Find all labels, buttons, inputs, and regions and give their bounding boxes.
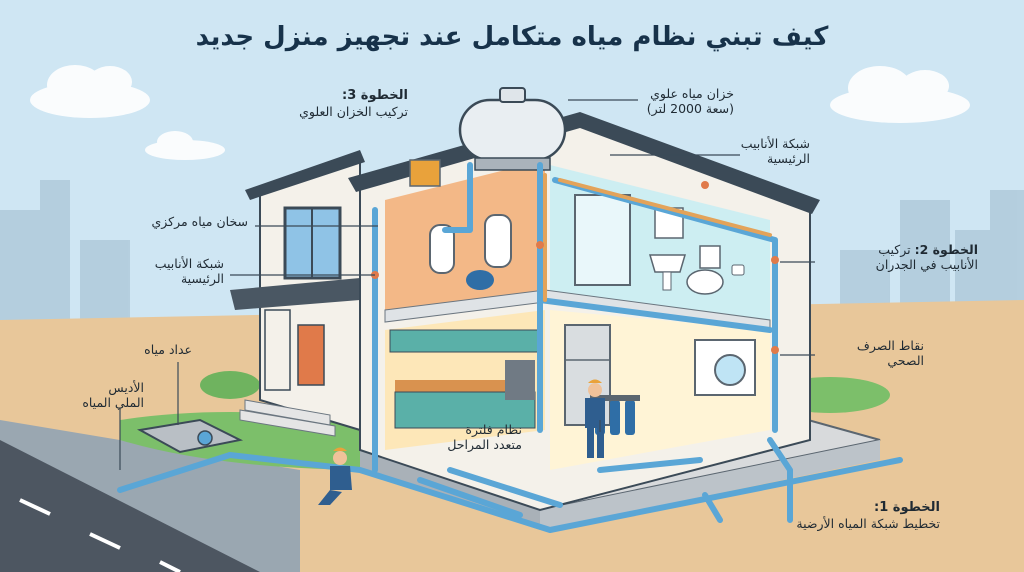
main-pipes-left-line2: الرئيسية (180, 271, 224, 286)
water-heater-1 (429, 224, 455, 274)
heater-text: سخان مياه مركزي (151, 214, 248, 229)
label-sewage: نقاط الصرف الصحي (814, 338, 924, 368)
meter-text: عداد مياه (144, 342, 192, 357)
tank-line2: (سعة 2000 لتر) (646, 101, 734, 116)
label-tank: خزان مياه علوي (سعة 2000 لتر) (604, 86, 734, 116)
step3-heading: الخطوة 3: (342, 88, 408, 103)
label-step2: الخطوة 2: تركيب الأنابيب في الجدران (808, 242, 978, 272)
kitchen-counter (395, 380, 535, 392)
pipe-valves (371, 181, 779, 354)
kitchen-upper-cabinets (389, 329, 541, 353)
front-door (297, 324, 325, 386)
oven (505, 360, 535, 400)
toilet-bowl (686, 269, 724, 295)
step2-line1-text: تركيب (878, 242, 911, 257)
step2-heading: الخطوة 2: (914, 242, 978, 257)
roof-pump (409, 159, 441, 187)
label-meter: عداد مياه (102, 342, 192, 357)
shower-cabin (574, 194, 631, 286)
main-roof (348, 112, 820, 214)
annex-roof (245, 150, 365, 200)
filter-line1: نظام فلترة (465, 422, 522, 437)
label-heater: سخان مياه مركزي (98, 214, 248, 229)
main-pipes-left-line1: شبكة الأنابيب (154, 256, 224, 271)
step3-text: تركيب الخزان العلوي (299, 103, 408, 119)
label-main-pipes-left: شبكة الأنابيب الرئيسية (114, 256, 224, 286)
step2-line1: الخطوة 2: تركيب (808, 242, 978, 257)
hot-water-pipes (543, 173, 772, 302)
roof-water-tank (458, 87, 567, 171)
sewage-line2: الصحي (887, 353, 924, 368)
tank-line1: خزان مياه علوي (650, 86, 734, 101)
step1-heading: الخطوة 1: (874, 500, 940, 515)
water-pump (466, 270, 494, 290)
pipe-network (117, 162, 903, 533)
clouds (30, 65, 970, 160)
label-street-pipe: الأديس الملي المياه (44, 380, 144, 410)
label-step1: الخطوة 1: تخطيط شبكة المياه الأرضية (740, 500, 940, 531)
front-steps (239, 399, 336, 437)
worker-kneeling (318, 447, 352, 505)
toilet-tank (699, 245, 721, 269)
porch-canopy (230, 278, 360, 310)
street-markings (19, 498, 181, 572)
label-main-pipes-top: شبكة الأنابيب الرئيسية (700, 136, 810, 166)
slab-edge-right (540, 440, 880, 530)
main-pipes-top-line1: شبكة الأنابيب (740, 136, 810, 151)
filter-line2: متعدد المراحل (447, 437, 522, 452)
label-step3: الخطوة 3: تركيب الخزان العلوي (268, 88, 408, 119)
porch-column (264, 309, 291, 391)
street (0, 440, 260, 572)
step2-line2: الأنابيب في الجدران (875, 257, 978, 272)
sewage-line1: نقاط الصرف (856, 338, 924, 353)
sink (648, 254, 687, 273)
meter-pit (136, 418, 244, 454)
page-title: كيف تبني نظام مياه متكامل عند تجهيز منزل… (195, 22, 829, 52)
utility-room (385, 160, 545, 320)
leader-lines (119, 99, 815, 470)
water-heater-2 (484, 214, 512, 268)
step1-text: تخطيط شبكة المياه الأرضية (796, 515, 940, 531)
street-pipe-line2: الملي المياه (82, 395, 144, 410)
label-filter: نظام فلترة متعدد المراحل (412, 422, 522, 452)
main-pipes-top-line2: الرئيسية (766, 151, 810, 166)
bush-left (200, 371, 260, 399)
street-pipe-line1: الأديس (108, 380, 144, 395)
